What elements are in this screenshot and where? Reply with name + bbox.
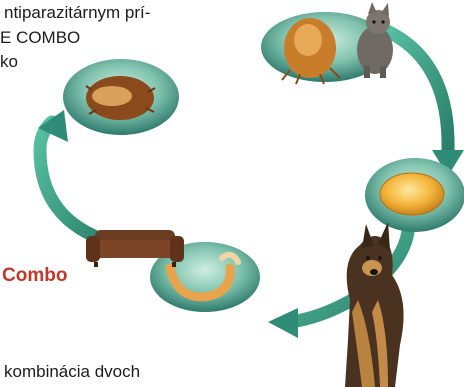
section-heading: Combo bbox=[2, 265, 68, 286]
paragraph-line-1: ntiparazitárnym prí- bbox=[4, 3, 151, 22]
flea-pupa-icon bbox=[85, 76, 156, 120]
arrow-head-egg bbox=[432, 150, 464, 176]
paragraph-line-3: ko bbox=[0, 52, 18, 71]
bottom-text-line: kombinácia dvoch bbox=[4, 362, 141, 381]
dog-icon bbox=[345, 222, 404, 387]
arrow-head-larva bbox=[268, 308, 298, 338]
stage-adult-flea bbox=[261, 2, 393, 85]
flea-adult-icon bbox=[281, 18, 341, 85]
flea-larva-icon bbox=[165, 251, 241, 302]
stage-pupa bbox=[63, 59, 179, 135]
cat-icon bbox=[357, 2, 393, 78]
arrow-head-pupa bbox=[38, 110, 68, 142]
arrow-larva-to-pupa bbox=[33, 115, 117, 249]
paragraph-line-2: E COMBO bbox=[0, 28, 81, 47]
arrow-cat-to-egg bbox=[378, 23, 455, 157]
flea-egg-icon bbox=[379, 172, 445, 216]
stage-egg bbox=[365, 158, 464, 232]
sofa-icon bbox=[86, 230, 184, 267]
cycle-arrows bbox=[33, 23, 464, 338]
